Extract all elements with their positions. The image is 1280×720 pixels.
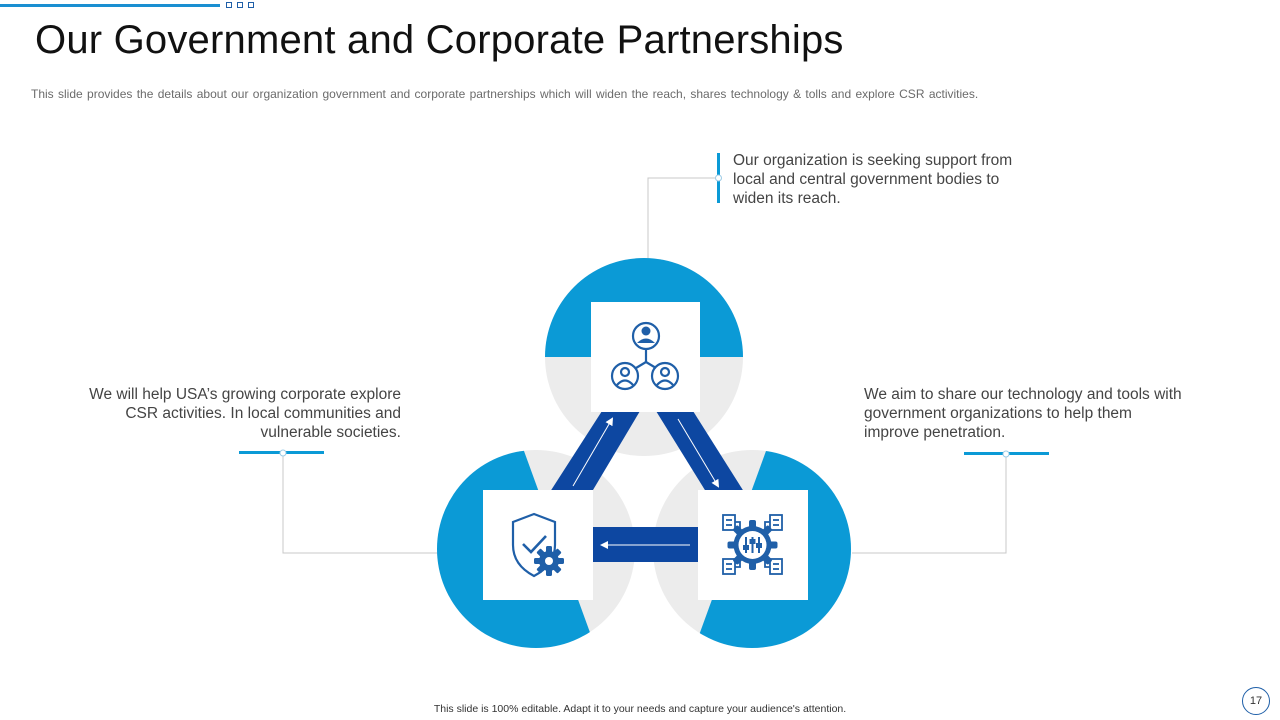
connector-left xyxy=(282,454,437,554)
top-accent-bar xyxy=(0,4,220,7)
text-technology-sharing: We aim to share our technology and tools… xyxy=(864,386,1182,441)
top-accent-dots xyxy=(226,2,254,8)
arrow-band-left xyxy=(548,411,640,495)
gear-servers-icon xyxy=(722,514,783,575)
text-government-support: Our organization is seeking support from… xyxy=(733,152,1013,207)
connector-top xyxy=(647,177,718,258)
triangle-arrows xyxy=(548,411,746,562)
page-number: 17 xyxy=(1242,687,1270,715)
network-users-icon xyxy=(610,321,680,391)
connector-lines xyxy=(282,177,1007,554)
arrow-band-right xyxy=(656,411,746,495)
page-subtitle: This slide provides the details about ou… xyxy=(31,87,979,101)
connector-right xyxy=(852,454,1007,554)
shield-gear-icon xyxy=(511,512,564,578)
footer-note: This slide is 100% editable. Adapt it to… xyxy=(433,703,847,715)
page-title: Our Government and Corporate Partnership… xyxy=(35,18,844,62)
text-accent-bars xyxy=(239,153,1049,458)
text-csr-activities: We will help USA’s growing corporate exp… xyxy=(89,386,401,441)
